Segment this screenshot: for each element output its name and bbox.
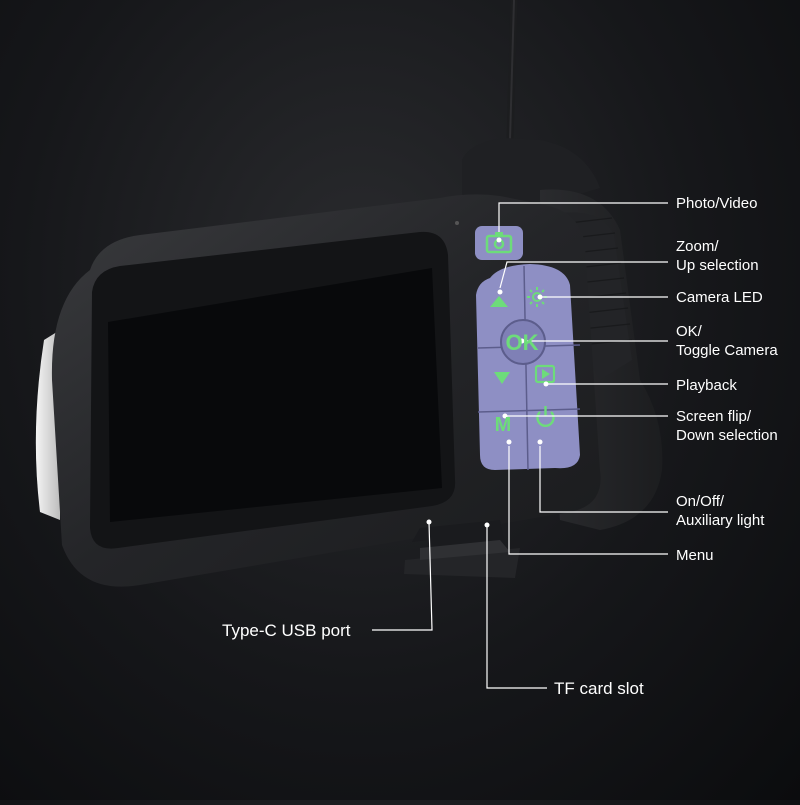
- cable-boot: [462, 138, 600, 205]
- label-menu: Menu: [676, 547, 714, 564]
- port-cover: [412, 520, 505, 548]
- label-on-off: On/Off/ Auxiliary light: [676, 493, 765, 529]
- triangle-down-icon[interactable]: [494, 372, 510, 384]
- label-playback: Playback: [676, 377, 737, 394]
- menu-button-label[interactable]: M: [495, 414, 512, 436]
- label-zoom-up: Zoom/ Up selection: [676, 238, 759, 274]
- label-photo-video: Photo/Video: [676, 195, 758, 212]
- triangle-up-icon[interactable]: [490, 296, 508, 307]
- label-ok-toggle: OK/ Toggle Camera: [676, 323, 778, 359]
- label-camera-led: Camera LED: [676, 289, 763, 306]
- leader-dots: [426, 237, 549, 528]
- label-screen-flip: Screen flip/ Down selection: [676, 408, 778, 444]
- screen: [108, 268, 442, 522]
- label-type-c: Type-C USB port: [222, 621, 351, 640]
- label-tf-card: TF card slot: [554, 679, 644, 698]
- leader-lines: [372, 202, 668, 689]
- ok-label: OK: [506, 330, 539, 355]
